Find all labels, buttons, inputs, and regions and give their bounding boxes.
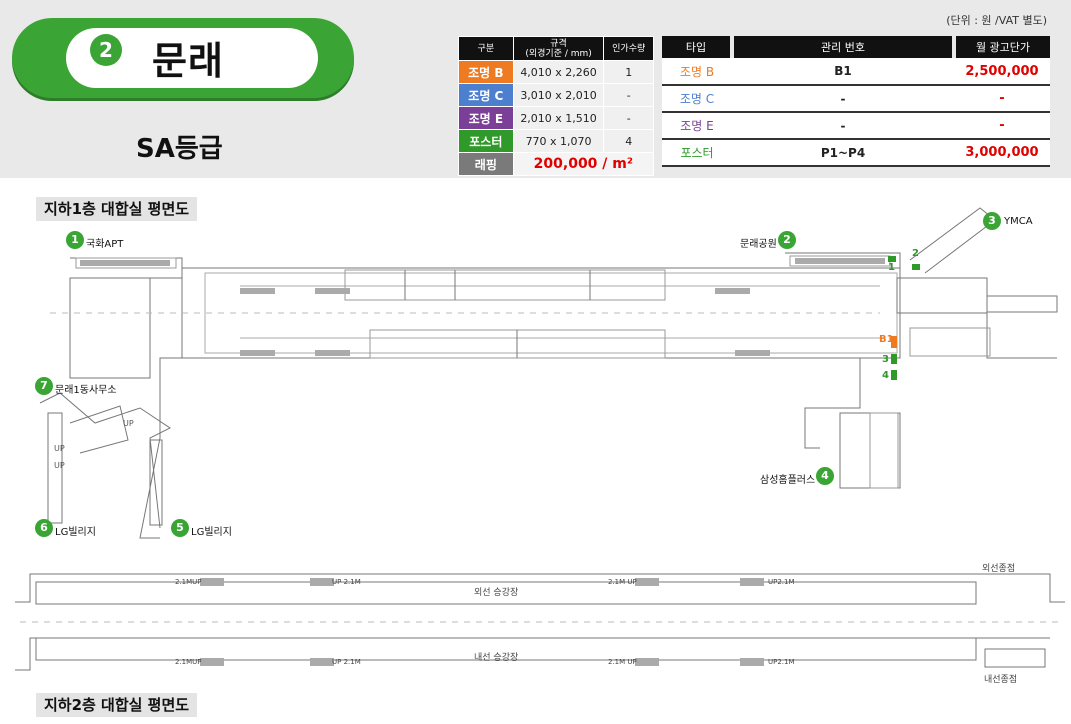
marker-label: B1: [879, 334, 894, 345]
stair-label: UP 2.1M: [332, 578, 361, 586]
exit-1-icon: 1: [66, 231, 84, 249]
stair-label: 2.1M UP: [608, 578, 637, 586]
stair-label: 2.1MUP: [175, 578, 202, 586]
wrapping-price: 200,000 / m²: [512, 152, 655, 176]
exit-3-label: YMCA: [1004, 216, 1033, 227]
price-code: P1~P4: [732, 139, 954, 167]
marker-label: 1: [888, 262, 895, 273]
stair-label: UP 2.1M: [332, 658, 361, 666]
price-type: 조명 C: [662, 85, 732, 113]
price-amount: 3,000,000: [954, 139, 1050, 167]
station-number-icon: 2: [90, 34, 122, 66]
exit-3-icon: 3: [983, 212, 1001, 230]
price-amount: 2,500,000: [954, 58, 1050, 86]
spec-size: 2,010 x 1,510: [512, 106, 605, 130]
exit-7-label: 문래1동사무소: [55, 385, 117, 396]
exit-7-icon: 7: [35, 377, 53, 395]
price-type: 조명 B: [662, 58, 732, 86]
price-type: 포스터: [662, 139, 732, 167]
outer-track-label: 외선종점: [982, 564, 1016, 574]
ad-marker-b1: [891, 336, 897, 348]
exit-5-label: LG빌리지: [191, 527, 232, 538]
price-header: 타입: [662, 36, 734, 58]
price-header: 월 광고단가: [954, 36, 1050, 58]
exit-4-label: 삼성홈플러스: [760, 475, 816, 486]
ad-marker-p4: [891, 370, 897, 380]
spec-header: 구분: [458, 36, 514, 61]
price-amount: -: [954, 112, 1050, 140]
price-code: -: [732, 112, 954, 140]
up-label: UP: [123, 419, 134, 428]
exit-6-icon: 6: [35, 519, 53, 537]
exit-6-label: LG빌리지: [55, 527, 96, 538]
spec-qty: 1: [603, 60, 654, 84]
spec-type-label: 조명 B: [458, 60, 514, 84]
spec-type-label: 포스터: [458, 129, 514, 153]
spec-size: 770 x 1,070: [512, 129, 605, 153]
spec-size: 4,010 x 2,260: [512, 60, 605, 84]
spec-size: 3,010 x 2,010: [512, 83, 605, 107]
station-name: 문래: [152, 39, 224, 83]
spec-type-label: 조명 E: [458, 106, 514, 130]
price-header: 관리 번호: [732, 36, 956, 58]
exit-4-icon: 4: [816, 467, 834, 485]
marker-label: 2: [912, 248, 919, 259]
price-row: 조명 E--: [662, 112, 1050, 140]
floor-b2-title: 지하2층 대합실 평면도: [36, 693, 198, 717]
spec-header: 규격 (외경기준 / mm): [512, 36, 605, 61]
exit-5-icon: 5: [171, 519, 189, 537]
outer-platform-label: 외선 승강장: [474, 588, 519, 598]
inner-track-label: 내선종점: [984, 675, 1018, 685]
exit-1-label: 국화APT: [86, 239, 124, 250]
wrapping-label: 래핑: [458, 152, 514, 176]
price-type: 조명 E: [662, 112, 732, 140]
up-label: UP: [54, 444, 65, 453]
floor-b1-title: 지하1층 대합실 평면도: [36, 197, 198, 221]
spec-header: 인가수량: [603, 36, 654, 61]
price-code: -: [732, 85, 954, 113]
spec-qty: 4: [603, 129, 654, 153]
floor-plan-drawing: [15, 207, 1065, 671]
price-amount: -: [954, 85, 1050, 113]
marker-label: 3: [882, 354, 889, 365]
exit-2-label: 문래공원: [740, 239, 777, 250]
spec-qty: -: [603, 83, 654, 107]
stair-label: 2.1M UP: [608, 658, 637, 666]
ad-marker-p3: [891, 354, 897, 364]
spec-qty: -: [603, 106, 654, 130]
unit-note: (단위 : 원 /VAT 별도): [946, 14, 1047, 27]
stair-label: UP2.1M: [768, 658, 795, 666]
stair-label: 2.1MUP: [175, 658, 202, 666]
up-label: UP: [54, 461, 65, 470]
station-grade: SA등급: [136, 134, 223, 164]
price-code: B1: [732, 58, 954, 86]
price-row: 조명 C--: [662, 85, 1050, 113]
inner-platform-label: 내선 승강장: [474, 653, 519, 663]
header-band: 2 문래 SA등급 (단위 : 원 /VAT 별도) 구분 규격 (외경기준 /…: [0, 0, 1071, 178]
spec-type-label: 조명 C: [458, 83, 514, 107]
marker-label: 4: [882, 370, 889, 381]
exit-2-icon: 2: [778, 231, 796, 249]
stair-label: UP2.1M: [768, 578, 795, 586]
ad-marker-p1: [888, 256, 896, 262]
ad-marker-p2: [912, 264, 920, 270]
